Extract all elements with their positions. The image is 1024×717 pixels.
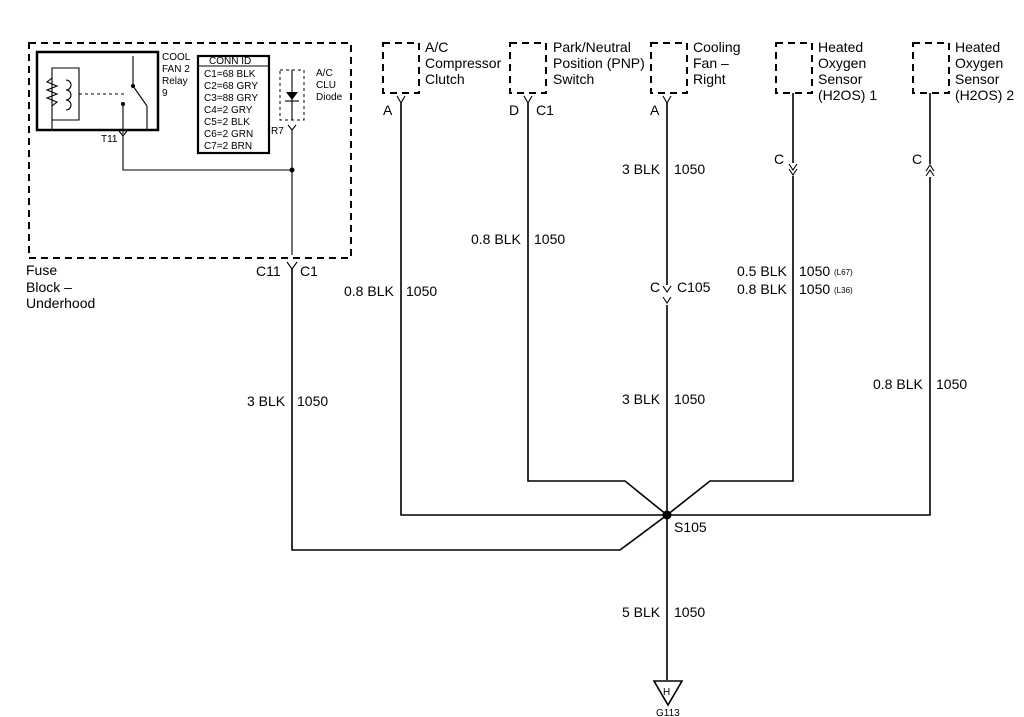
component-ac-compressor-clutch: A/C Compressor Clutch A 0.8 BLK 1050 bbox=[344, 39, 505, 299]
ac-clutch-box bbox=[382, 42, 420, 94]
fuse-wire-circuit: 1050 bbox=[297, 393, 328, 409]
ground-g113: H G113 bbox=[652, 680, 684, 717]
h2os1-pin: C bbox=[774, 151, 784, 167]
relay-coil bbox=[65, 79, 72, 111]
ground-label: G113 bbox=[656, 708, 680, 717]
diode-label: A/C CLU Diode bbox=[316, 68, 343, 103]
fuse-block-underhood: Fuse Block – Underhood COOL FAN 2 Relay … bbox=[26, 42, 352, 311]
h2os1-box bbox=[775, 42, 813, 94]
ground-wire-circuit: 1050 bbox=[674, 604, 705, 620]
ac-clutch-label: A/C Compressor Clutch bbox=[425, 39, 505, 87]
cooling-fan-wire-gauge: 3 BLK bbox=[622, 161, 661, 177]
c105-lower-gauge: 3 BLK bbox=[622, 391, 661, 407]
ground-icon bbox=[652, 680, 684, 707]
c105-bottom-icon bbox=[662, 296, 672, 304]
h2os1-wire2-option: (L36) bbox=[834, 286, 853, 295]
c105-top-icon bbox=[662, 285, 672, 293]
h2os1-wire2-gauge: 0.8 BLK bbox=[737, 281, 787, 297]
component-h2os-2: Heated Oxygen Sensor (H2OS) 2 C 0.8 BLK … bbox=[873, 39, 1014, 392]
component-cooling-fan-right: Cooling Fan – Right A 3 BLK 1050 bbox=[622, 39, 744, 177]
ac-clu-diode: A/C CLU Diode R7 bbox=[271, 68, 343, 137]
h2os1-wire2-circuit: 1050 bbox=[799, 281, 830, 297]
cool-fan-2-relay: COOL FAN 2 Relay 9 bbox=[35, 50, 193, 132]
fuse-block-label: Fuse Block – Underhood bbox=[26, 262, 95, 311]
ac-clutch-terminal-icon bbox=[396, 95, 406, 105]
pnp-connector: C1 bbox=[536, 102, 554, 118]
cooling-fan-pin: A bbox=[650, 102, 660, 118]
c11-connector-icon bbox=[286, 261, 298, 270]
r7-terminal-icon bbox=[287, 124, 297, 131]
splice-s105-dot bbox=[662, 510, 672, 520]
pnp-pin: D bbox=[509, 102, 519, 118]
pnp-wire-circuit: 1050 bbox=[534, 231, 565, 247]
conn-id-box bbox=[196, 54, 271, 155]
c105-label: C105 bbox=[677, 279, 711, 295]
conn-id-rows: C1=68 BLK C2=68 GRY C3=88 GRY C4=2 GRY C… bbox=[204, 69, 261, 152]
cooling-fan-box bbox=[650, 42, 688, 94]
component-pnp-switch: Park/Neutral Position (PNP) Switch D C1 … bbox=[471, 39, 649, 247]
fuse-c1-label: C1 bbox=[300, 263, 318, 279]
h2os2-wire-gauge: 0.8 BLK bbox=[873, 376, 923, 392]
h2os2-connector-icon bbox=[925, 164, 935, 177]
fuse-wire-gauge: 3 BLK bbox=[247, 393, 286, 409]
pnp-terminal-icon bbox=[523, 95, 533, 105]
relay-switch-arm bbox=[132, 85, 148, 107]
internal-splice-dot bbox=[289, 167, 295, 173]
pnp-switch-box bbox=[509, 42, 547, 94]
ground-letter: H bbox=[663, 687, 670, 698]
h2os1-wire1-circuit: 1050 bbox=[799, 263, 830, 279]
c11-label: C11 bbox=[256, 263, 281, 279]
c105-pin: C bbox=[650, 279, 660, 295]
conn-id-title: CONN ID bbox=[209, 56, 251, 67]
fuse-block-outline bbox=[28, 42, 352, 259]
cooling-fan-label: Cooling Fan – Right bbox=[693, 39, 744, 87]
pnp-switch-label: Park/Neutral Position (PNP) Switch bbox=[553, 39, 649, 87]
ground-wire-gauge: 5 BLK bbox=[622, 604, 661, 620]
pnp-wire-gauge: 0.8 BLK bbox=[471, 231, 521, 247]
component-h2os-1: Heated Oxygen Sensor (H2OS) 1 C 0.5 BLK … bbox=[737, 39, 877, 297]
relay-label: COOL FAN 2 Relay 9 bbox=[162, 52, 193, 99]
h2os1-connector-icon bbox=[788, 163, 798, 176]
inline-connector-c105: C C105 3 BLK 1050 bbox=[622, 279, 711, 407]
h2os2-label: Heated Oxygen Sensor (H2OS) 2 bbox=[955, 39, 1014, 103]
t11-internal-wire bbox=[122, 136, 292, 171]
conn-id-table: CONN ID C1=68 BLK C2=68 GRY C3=88 GRY C4… bbox=[196, 54, 271, 155]
wires bbox=[291, 93, 931, 680]
ac-clutch-wire-gauge: 0.8 BLK bbox=[344, 283, 394, 299]
cooling-fan-wire-circuit: 1050 bbox=[674, 161, 705, 177]
h2os1-wire1-gauge: 0.5 BLK bbox=[737, 263, 787, 279]
c105-lower-circuit: 1050 bbox=[674, 391, 705, 407]
h2os2-pin: C bbox=[912, 151, 922, 167]
pnp-wire bbox=[527, 103, 668, 516]
cooling-fan-terminal-icon bbox=[662, 95, 672, 105]
t11-label: T11 bbox=[101, 134, 118, 145]
splice-s105-label: S105 bbox=[674, 519, 707, 535]
h2os2-box bbox=[912, 42, 950, 94]
h2os2-wire-circuit: 1050 bbox=[936, 376, 967, 392]
fuse-block-wire bbox=[291, 269, 668, 551]
relay-resistor bbox=[45, 77, 59, 107]
ac-clutch-pin: A bbox=[383, 102, 393, 118]
h2os1-wire1-option: (L67) bbox=[834, 268, 853, 277]
h2os1-label: Heated Oxygen Sensor (H2OS) 1 bbox=[818, 39, 877, 103]
r7-label: R7 bbox=[271, 126, 284, 137]
relay-box bbox=[35, 50, 160, 132]
h2os2-wire-lower bbox=[667, 177, 931, 516]
ac-clutch-wire bbox=[400, 103, 667, 516]
ac-clutch-wire-circuit: 1050 bbox=[406, 283, 437, 299]
relay-coil-frame bbox=[51, 67, 80, 130]
diode-icon bbox=[286, 92, 298, 100]
h2os1-wire-lower bbox=[666, 176, 794, 516]
